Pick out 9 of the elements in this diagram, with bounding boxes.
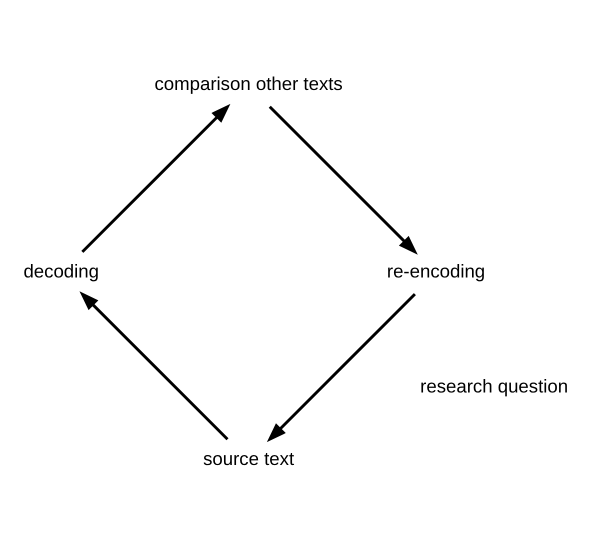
arrow <box>79 290 229 440</box>
node-text: source text <box>203 447 294 468</box>
arrow <box>266 292 416 442</box>
arrow <box>268 105 418 254</box>
node-text: decoding <box>23 260 99 281</box>
node-text: comparison other texts <box>154 72 343 94</box>
arrow <box>81 103 230 252</box>
node-text: re-encoding <box>386 260 486 281</box>
label: research question <box>420 375 568 396</box>
